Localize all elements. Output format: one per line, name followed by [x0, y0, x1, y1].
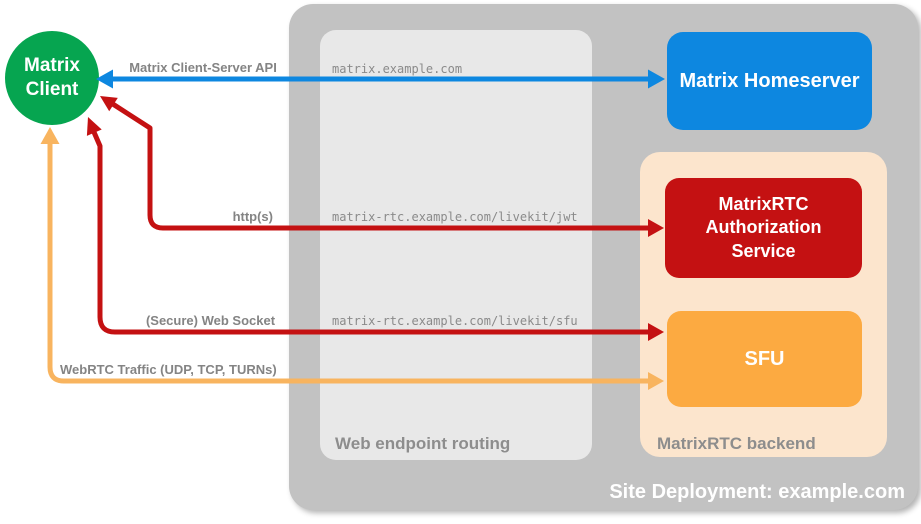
matrix-client-label: Matrix Client — [24, 55, 80, 100]
matrix-client-node: Matrix Client — [5, 31, 99, 125]
web-endpoint-routing-box — [320, 30, 592, 460]
webrtc-label: WebRTC Traffic (UDP, TCP, TURNs) — [60, 362, 277, 377]
matrix-homeserver-label: Matrix Homeserver — [679, 69, 860, 92]
web-endpoint-routing-label: Web endpoint routing — [335, 434, 511, 453]
https-arrowhead-client — [100, 96, 118, 112]
websocket-label: (Secure) Web Socket — [145, 313, 276, 328]
webrtc-arrowhead-client — [40, 127, 60, 144]
matrixrtc-authorization-service-node: MatrixRTC Authorization Service — [665, 178, 862, 278]
matrixrtc-authorization-service-label: MatrixRTC Authorization Service — [705, 193, 822, 261]
matrix-homeserver-node: Matrix Homeserver — [667, 32, 872, 130]
endpoint-livekit-jwt: matrix-rtc.example.com/livekit/jwt — [332, 210, 578, 224]
endpoint-livekit-sfu: matrix-rtc.example.com/livekit/sfu — [332, 314, 578, 328]
matrixrtc-backend-label: MatrixRTC backend — [657, 434, 816, 453]
sfu-label: SFU — [744, 347, 785, 370]
https-label: http(s) — [232, 209, 273, 224]
sfu-node: SFU — [667, 311, 862, 407]
client-server-api-label: Matrix Client-Server API — [129, 60, 277, 75]
endpoint-matrix: matrix.example.com — [332, 62, 463, 76]
websocket-arrowhead-client — [86, 117, 102, 136]
site-deployment-label: Site Deployment: example.com — [609, 481, 905, 503]
